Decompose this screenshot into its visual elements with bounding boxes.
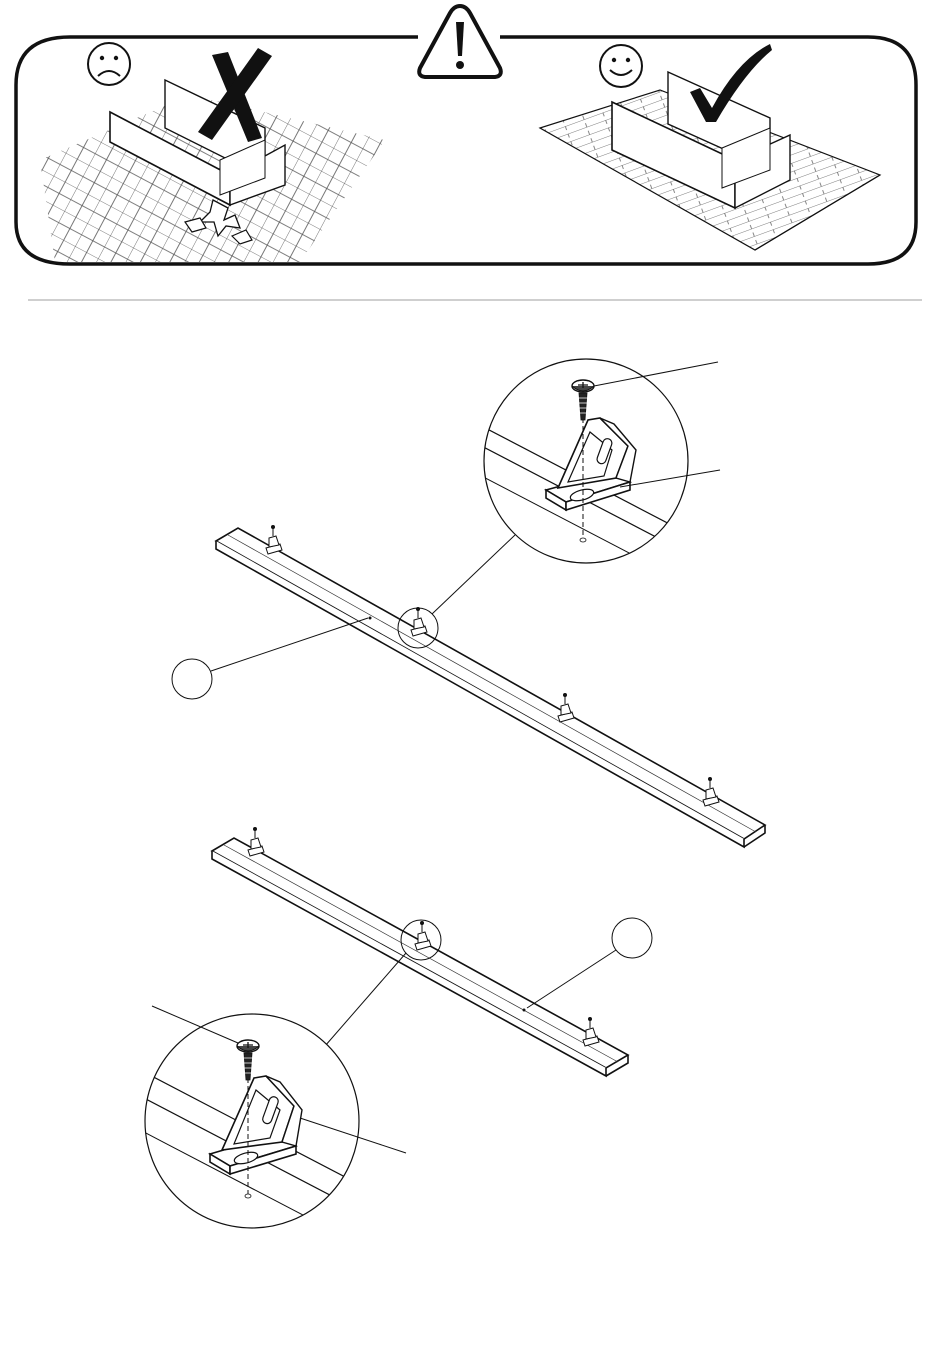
callout-connector-top [432, 535, 515, 614]
bracket-top-3 [558, 693, 574, 722]
detail-callout-bottom [140, 1006, 406, 1250]
sad-face-icon [88, 43, 130, 85]
part-leader-bottom [527, 950, 616, 1008]
callout-connector-bottom [325, 953, 406, 1046]
right-example-carpet [540, 72, 880, 250]
part-label-circle-bottom [612, 918, 652, 958]
wrong-example-tile-floor [40, 80, 385, 262]
board-top [216, 528, 765, 847]
bracket-bottom-2 [415, 921, 431, 950]
bracket-bottom-1 [248, 827, 264, 856]
part-label-circle-top [172, 659, 212, 699]
detail-callout-top [470, 359, 720, 590]
happy-face-icon [600, 45, 642, 87]
warning-triangle-icon [419, 6, 501, 77]
part-leader-top [211, 618, 368, 671]
bracket-top-2 [411, 607, 427, 636]
warning-panel [16, 6, 916, 264]
bracket-top-1 [266, 525, 282, 554]
